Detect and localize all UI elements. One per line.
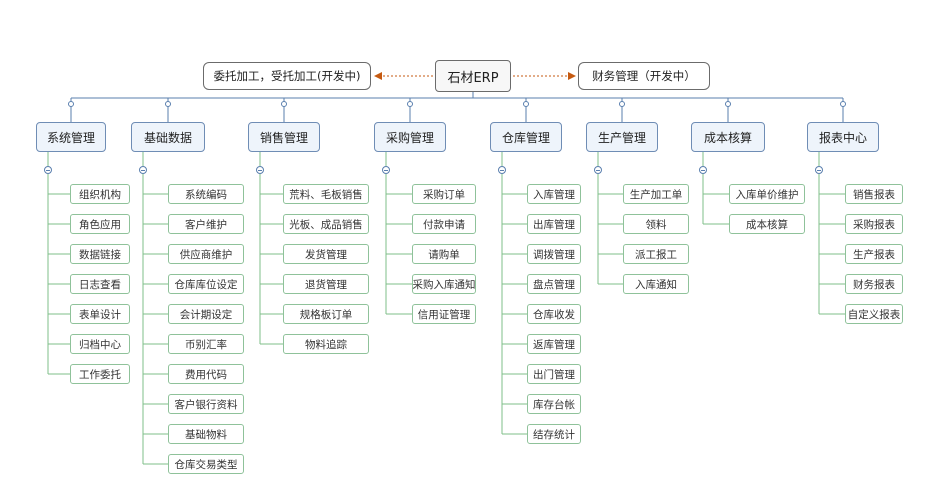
leaf-node[interactable]: 入库通知 (623, 274, 689, 294)
leaf-node[interactable]: 派工报工 (623, 244, 689, 264)
leaf-node[interactable]: 自定义报表 (845, 304, 903, 324)
leaf-node[interactable]: 费用代码 (168, 364, 244, 384)
module-joint-dot (407, 101, 413, 107)
outsourcing-node[interactable]: 委托加工，受托加工(开发中) (203, 62, 371, 90)
collapse-toggle-icon[interactable] (498, 166, 506, 174)
leaf-node[interactable]: 成本核算 (729, 214, 805, 234)
collapse-toggle-icon[interactable] (594, 166, 602, 174)
leaf-node[interactable]: 物料追踪 (283, 334, 369, 354)
leaf-node[interactable]: 日志查看 (70, 274, 130, 294)
module-node[interactable]: 基础数据 (131, 122, 205, 152)
leaf-node[interactable]: 光板、成品销售 (283, 214, 369, 234)
module-node[interactable]: 生产管理 (586, 122, 658, 152)
module-node[interactable]: 系统管理 (36, 122, 106, 152)
collapse-toggle-icon[interactable] (256, 166, 264, 174)
leaf-node[interactable]: 荒料、毛板销售 (283, 184, 369, 204)
leaf-node[interactable]: 入库单价维护 (729, 184, 805, 204)
leaf-node[interactable]: 财务报表 (845, 274, 903, 294)
module-node[interactable]: 销售管理 (248, 122, 320, 152)
leaf-node[interactable]: 仓库库位设定 (168, 274, 244, 294)
leaf-node[interactable]: 领料 (623, 214, 689, 234)
leaf-node[interactable]: 出库管理 (527, 214, 581, 234)
module-node[interactable]: 报表中心 (807, 122, 879, 152)
leaf-node[interactable]: 数据链接 (70, 244, 130, 264)
leaf-node[interactable]: 工作委托 (70, 364, 130, 384)
module-joint-dot (523, 101, 529, 107)
collapse-toggle-icon[interactable] (382, 166, 390, 174)
leaf-node[interactable]: 表单设计 (70, 304, 130, 324)
leaf-node[interactable]: 归档中心 (70, 334, 130, 354)
leaf-node[interactable]: 客户维护 (168, 214, 244, 234)
module-node[interactable]: 采购管理 (374, 122, 446, 152)
leaf-node[interactable]: 币别汇率 (168, 334, 244, 354)
module-joint-dot (68, 101, 74, 107)
leaf-node[interactable]: 仓库收发 (527, 304, 581, 324)
leaf-node[interactable]: 供应商维护 (168, 244, 244, 264)
leaf-node[interactable]: 信用证管理 (412, 304, 476, 324)
leaf-node[interactable]: 采购报表 (845, 214, 903, 234)
leaf-node[interactable]: 生产报表 (845, 244, 903, 264)
collapse-toggle-icon[interactable] (44, 166, 52, 174)
leaf-node[interactable]: 采购入库通知 (412, 274, 476, 294)
leaf-node[interactable]: 仓库交易类型 (168, 454, 244, 474)
leaf-node[interactable]: 结存统计 (527, 424, 581, 444)
module-joint-dot (281, 101, 287, 107)
leaf-node[interactable]: 角色应用 (70, 214, 130, 234)
module-node[interactable]: 仓库管理 (490, 122, 562, 152)
collapse-toggle-icon[interactable] (699, 166, 707, 174)
leaf-node[interactable]: 销售报表 (845, 184, 903, 204)
module-joint-dot (165, 101, 171, 107)
module-joint-dot (725, 101, 731, 107)
finance-node[interactable]: 财务管理（开发中） (578, 62, 710, 90)
leaf-node[interactable]: 调拨管理 (527, 244, 581, 264)
leaf-node[interactable]: 生产加工单 (623, 184, 689, 204)
leaf-node[interactable]: 会计期设定 (168, 304, 244, 324)
collapse-toggle-icon[interactable] (815, 166, 823, 174)
leaf-node[interactable]: 规格板订单 (283, 304, 369, 324)
leaf-node[interactable]: 盘点管理 (527, 274, 581, 294)
leaf-node[interactable]: 请购单 (412, 244, 476, 264)
leaf-node[interactable]: 付款申请 (412, 214, 476, 234)
leaf-node[interactable]: 系统编码 (168, 184, 244, 204)
leaf-node[interactable]: 退货管理 (283, 274, 369, 294)
leaf-node[interactable]: 库存台帐 (527, 394, 581, 414)
leaf-node[interactable]: 返库管理 (527, 334, 581, 354)
module-joint-dot (619, 101, 625, 107)
leaf-node[interactable]: 采购订单 (412, 184, 476, 204)
module-joint-dot (840, 101, 846, 107)
module-node[interactable]: 成本核算 (691, 122, 765, 152)
leaf-node[interactable]: 出门管理 (527, 364, 581, 384)
leaf-node[interactable]: 发货管理 (283, 244, 369, 264)
collapse-toggle-icon[interactable] (139, 166, 147, 174)
leaf-node[interactable]: 客户银行资料 (168, 394, 244, 414)
root-node[interactable]: 石材ERP (435, 60, 511, 92)
leaf-node[interactable]: 组织机构 (70, 184, 130, 204)
leaf-node[interactable]: 入库管理 (527, 184, 581, 204)
leaf-node[interactable]: 基础物料 (168, 424, 244, 444)
